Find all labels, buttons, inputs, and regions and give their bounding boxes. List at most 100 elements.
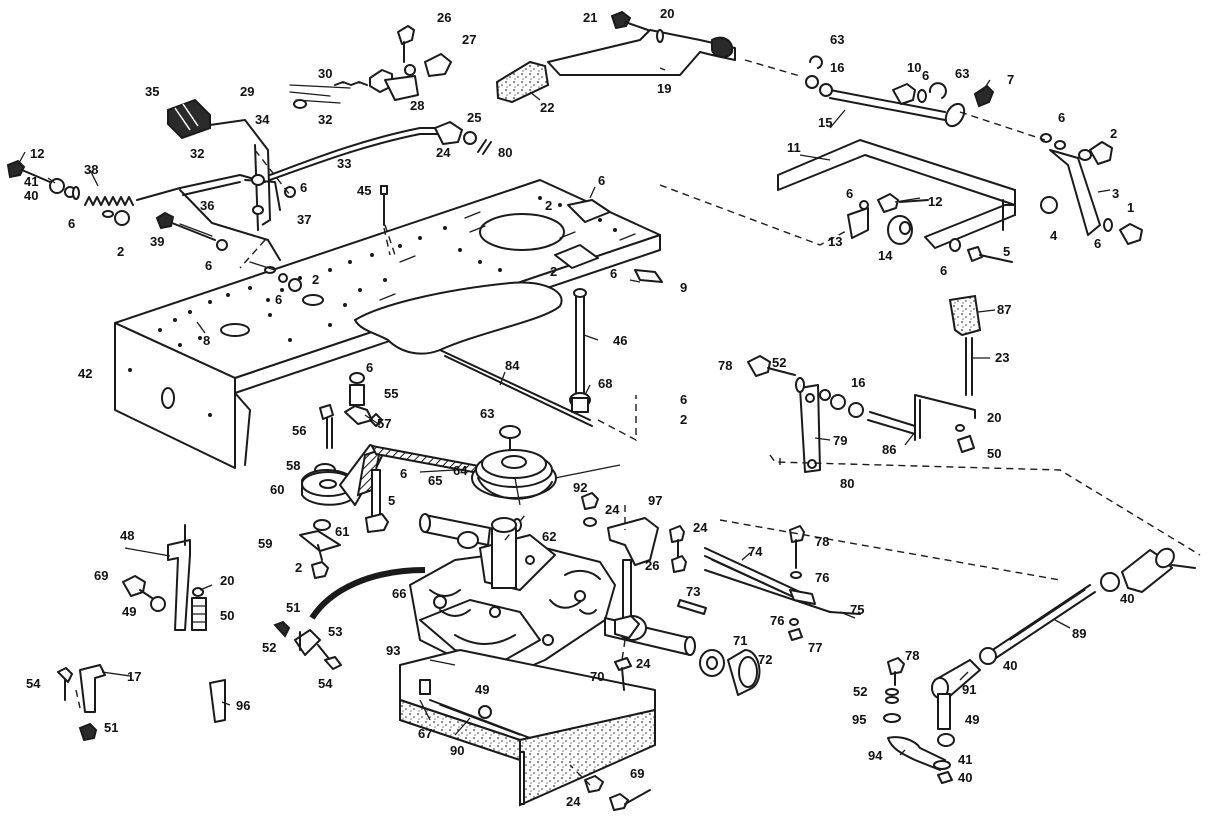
- label-2-f: 2: [1110, 126, 1117, 141]
- label-24-b: 24: [605, 502, 620, 517]
- label-48: 48: [120, 528, 134, 543]
- label-58: 58: [286, 458, 300, 473]
- label-1: 1: [1127, 200, 1134, 215]
- label-78-b: 78: [815, 534, 829, 549]
- label-6-k: 6: [1094, 236, 1101, 251]
- label-74: 74: [748, 544, 763, 559]
- label-2-d: 2: [550, 264, 557, 279]
- label-6-i: 6: [1058, 110, 1065, 125]
- mount-plate-drawing: [399, 649, 656, 811]
- label-40-b: 40: [1120, 591, 1134, 606]
- label-32-a: 32: [318, 112, 332, 127]
- label-6-f: 6: [610, 266, 617, 281]
- drag-link-drawing: [883, 547, 1196, 784]
- shaft-15-drawing: [805, 55, 995, 128]
- label-9: 9: [680, 280, 687, 295]
- label-91: 91: [962, 682, 976, 697]
- knob-35-drawing: [167, 98, 211, 140]
- label-6-c: 6: [205, 258, 212, 273]
- label-27: 27: [462, 32, 476, 47]
- pulley-64-drawing: [471, 425, 557, 532]
- bolt-38-drawing: [155, 211, 302, 292]
- label-6-h: 6: [922, 68, 929, 83]
- label-75: 75: [850, 602, 864, 617]
- pedal-plate-drawing: [354, 281, 593, 427]
- label-87: 87: [997, 302, 1011, 317]
- label-54-b: 54: [26, 676, 41, 691]
- label-28: 28: [410, 98, 424, 113]
- label-50-a: 50: [987, 446, 1001, 461]
- label-78-a: 78: [718, 358, 732, 373]
- label-33: 33: [337, 156, 351, 171]
- label-52-c: 52: [853, 684, 867, 699]
- label-24-c: 24: [693, 520, 708, 535]
- label-20-c: 20: [220, 573, 234, 588]
- label-6-b: 6: [300, 180, 307, 195]
- bolt-45-drawing: [380, 185, 391, 256]
- label-70: 70: [590, 669, 604, 684]
- label-20-a: 20: [660, 6, 674, 21]
- transaxle-drawing: [309, 513, 761, 696]
- lower-left-parts-drawing: [57, 524, 342, 742]
- label-97: 97: [648, 493, 662, 508]
- label-leaders: [17, 67, 1111, 756]
- label-6-a: 6: [68, 216, 75, 231]
- label-42: 42: [78, 366, 92, 381]
- label-11: 11: [787, 140, 801, 155]
- label-40-a: 40: [24, 188, 38, 203]
- bracket-11-drawing: [777, 139, 1016, 263]
- label-20-b: 20: [987, 410, 1001, 425]
- label-16-b: 16: [851, 375, 865, 390]
- label-73: 73: [686, 584, 700, 599]
- label-16-a: 16: [830, 60, 844, 75]
- label-13: 13: [828, 234, 842, 249]
- label-7: 7: [1007, 72, 1014, 87]
- label-40-d: 40: [958, 770, 972, 785]
- idler-assembly-drawing: [299, 372, 389, 579]
- label-93: 93: [386, 643, 400, 658]
- label-69-b: 69: [630, 766, 644, 781]
- label-96: 95: [852, 712, 866, 727]
- label-10: 10: [907, 60, 921, 75]
- label-21: 21: [583, 10, 597, 25]
- label-52-b: 52: [262, 640, 276, 655]
- label-53: 53: [328, 624, 342, 639]
- arm-3-drawing: [1040, 133, 1143, 245]
- label-51-a: 51: [286, 600, 300, 615]
- rod-46-drawing: [569, 288, 591, 413]
- label-80-b: 80: [840, 476, 854, 491]
- label-23: 23: [995, 350, 1009, 365]
- lever-assembly-drawing: [179, 119, 456, 261]
- label-92: 92: [573, 480, 587, 495]
- label-90: 90: [450, 743, 464, 758]
- label-29: 29: [240, 84, 254, 99]
- label-55: 55: [384, 386, 398, 401]
- label-6-m: 6: [366, 360, 373, 375]
- label-38: 39: [150, 234, 164, 249]
- label-5-a: 5: [1003, 244, 1010, 259]
- label-69-a: 69: [94, 568, 108, 583]
- label-89: 89: [1072, 626, 1086, 641]
- label-19: 19: [657, 81, 671, 96]
- label-72: 72: [758, 652, 772, 667]
- label-24-a: 24: [436, 145, 451, 160]
- label-37: 37: [297, 212, 311, 227]
- label-68: 68: [598, 376, 612, 391]
- label-94: 96: [236, 698, 250, 713]
- label-45: 45: [357, 183, 371, 198]
- label-12-b: 12: [928, 194, 942, 209]
- label-56: 56: [292, 423, 306, 438]
- part-labels: 26 27 30 29 35 34 32 28 25 24 80 33 12 3…: [24, 6, 1134, 809]
- label-41: 41: [24, 174, 38, 189]
- label-76-a: 76: [815, 570, 829, 585]
- label-54-a: 54: [318, 676, 333, 691]
- label-86: 86: [882, 442, 896, 457]
- label-2-a: 2: [117, 244, 124, 259]
- dashed-leader-lines: [75, 59, 1201, 786]
- spring-39-drawing: [6, 159, 181, 226]
- transaxle-fasteners-drawing: [581, 492, 707, 691]
- label-6-l: 6: [940, 263, 947, 278]
- label-71: 71: [733, 633, 747, 648]
- label-6-e: 6: [598, 173, 605, 188]
